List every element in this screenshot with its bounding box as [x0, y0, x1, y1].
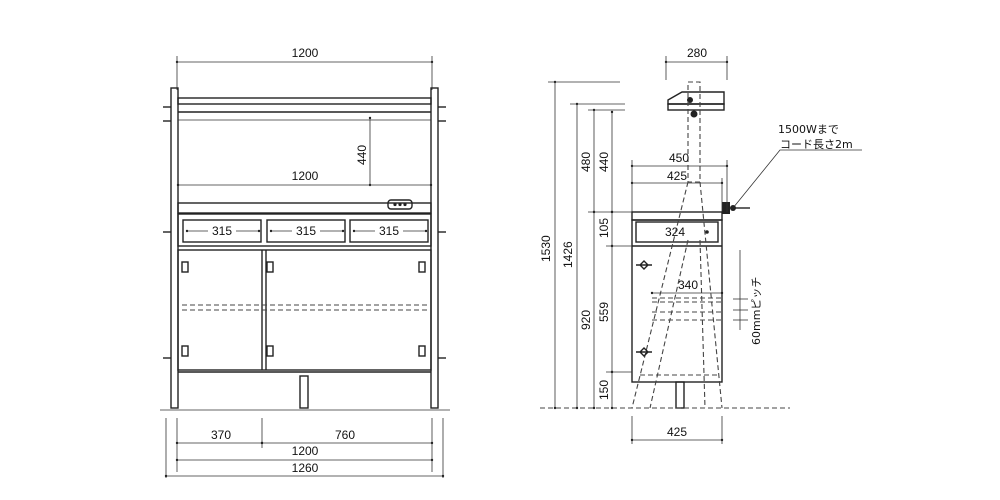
height-480: 480 [579, 152, 593, 172]
bottom-total-width: 1200 [292, 444, 319, 458]
side-width-425-top: 425 [667, 169, 687, 183]
side-top-width: 280 [687, 46, 707, 60]
height-440: 440 [597, 152, 611, 172]
height-559: 559 [597, 302, 611, 322]
drawer-width-1: 315 [212, 224, 232, 238]
height-1530: 1530 [539, 235, 553, 262]
height-1426: 1426 [561, 241, 575, 268]
drawer-width-2: 315 [296, 224, 316, 238]
front-width-top: 1200 [292, 46, 319, 60]
side-view: 280 1500Wまで コード長さ2m 450 425 324 [539, 46, 862, 444]
side-width-450: 450 [669, 151, 689, 165]
side-shelf-width: 340 [678, 278, 698, 292]
front-view: 1200 440 1200 315 [160, 46, 450, 478]
height-920: 920 [579, 310, 593, 330]
height-150: 150 [597, 380, 611, 400]
height-105: 105 [597, 218, 611, 238]
cord-label-line1: 1500Wまで [778, 123, 839, 136]
front-shelf-height: 440 [355, 145, 369, 165]
overall-width: 1260 [292, 461, 319, 475]
cord-label-line2: コード長さ2m [780, 138, 853, 151]
drawer-width-3: 315 [379, 224, 399, 238]
side-bottom-width: 425 [667, 425, 687, 439]
pitch-label: 60mmピッチ [750, 277, 763, 345]
front-width-mid: 1200 [292, 169, 319, 183]
bottom-right-width: 760 [335, 428, 355, 442]
bottom-left-width: 370 [211, 428, 231, 442]
